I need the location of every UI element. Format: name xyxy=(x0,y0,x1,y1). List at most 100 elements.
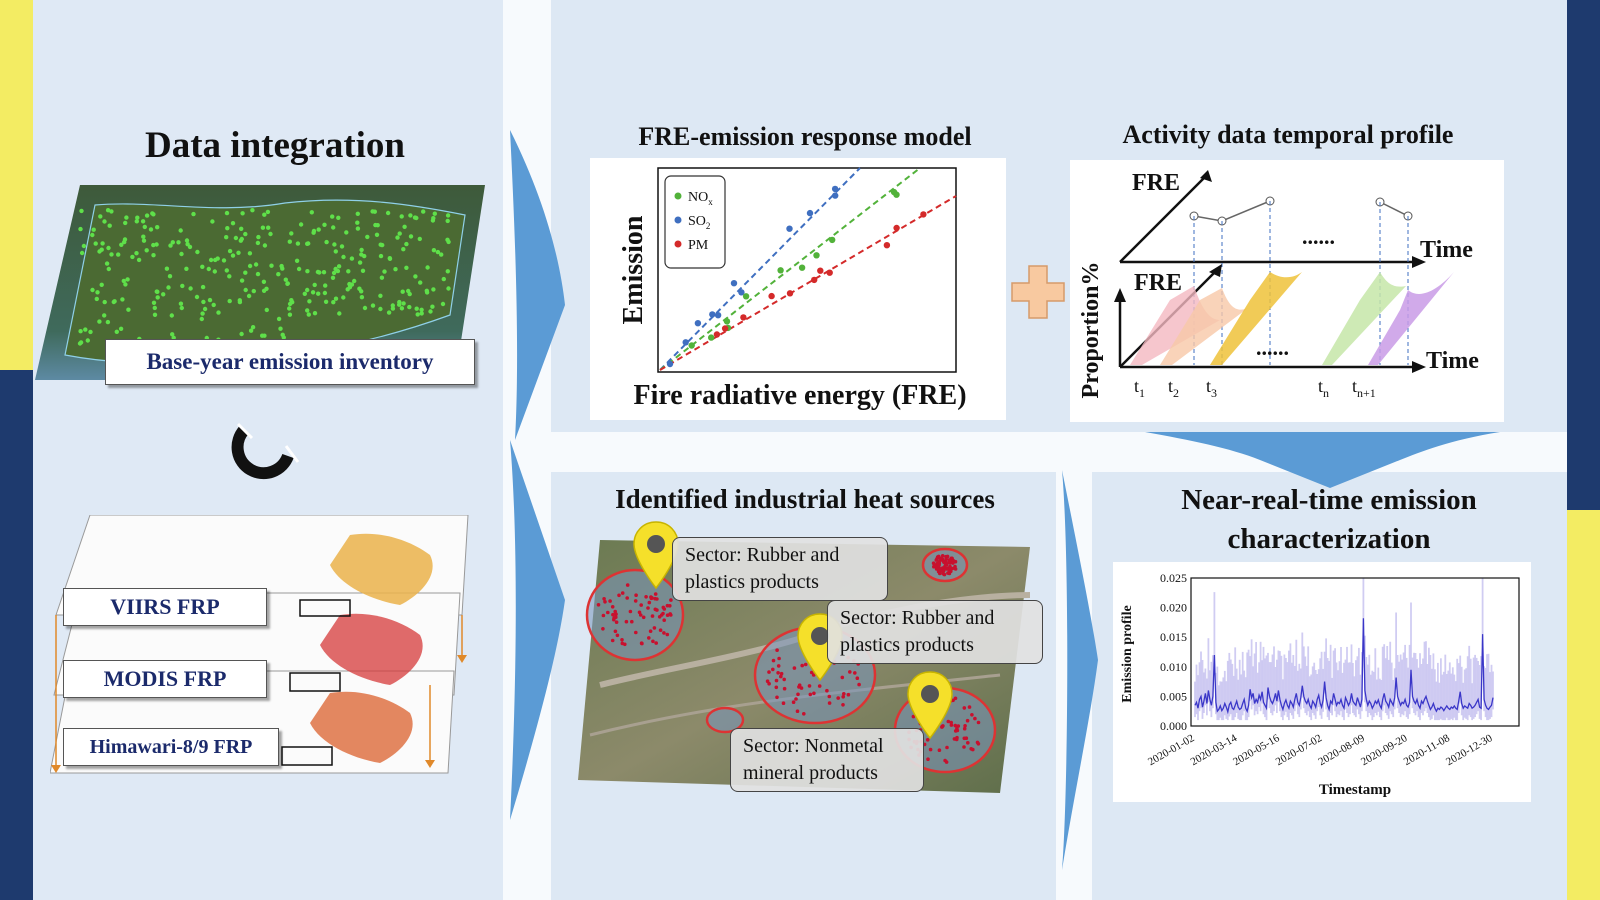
emission-point xyxy=(323,299,329,304)
emission-point xyxy=(335,268,341,274)
location-pin-icon xyxy=(907,671,953,740)
magnet-icon xyxy=(231,422,300,480)
emission-point xyxy=(268,231,273,237)
emission-point xyxy=(382,269,387,274)
emission-point xyxy=(227,298,232,304)
heat-point xyxy=(625,583,630,587)
heat-point xyxy=(628,609,633,614)
emission-point xyxy=(199,316,204,322)
emission-point xyxy=(126,307,131,312)
arrow-to-nrt xyxy=(1062,470,1098,870)
emission-point xyxy=(116,252,121,257)
heat-point xyxy=(951,561,955,565)
heat-point xyxy=(794,697,798,701)
emission-point xyxy=(144,213,150,218)
heat-point xyxy=(840,675,845,680)
emission-point xyxy=(305,269,310,274)
emission-point xyxy=(98,214,103,219)
heat-point xyxy=(782,677,786,682)
emission-point xyxy=(359,247,364,253)
emission-point xyxy=(239,278,245,283)
scatter-point xyxy=(694,320,702,327)
emission-point xyxy=(302,291,307,296)
emission-point xyxy=(262,243,268,248)
emission-point xyxy=(425,265,430,270)
plus-icon xyxy=(1011,265,1065,319)
heat-point xyxy=(651,639,655,644)
emission-point xyxy=(170,240,175,245)
y-tick-label: 0.005 xyxy=(1160,689,1187,703)
emission-point xyxy=(333,296,339,301)
heat-point xyxy=(644,595,648,599)
heat-point xyxy=(653,592,658,596)
emission-point xyxy=(441,276,446,282)
emission-point xyxy=(224,268,229,273)
emission-point xyxy=(280,266,285,271)
emission-point xyxy=(227,274,232,279)
heat-point xyxy=(976,720,981,725)
heat-point xyxy=(955,735,959,740)
heat-point xyxy=(767,681,771,686)
heat-point xyxy=(803,662,808,667)
emission-point xyxy=(154,289,159,294)
emission-point xyxy=(91,227,96,232)
emission-point xyxy=(216,310,221,315)
emission-point xyxy=(78,329,83,334)
heat-point xyxy=(940,554,945,558)
emission-point xyxy=(357,260,363,265)
scatter-point xyxy=(786,290,794,297)
emission-point xyxy=(255,240,261,246)
emission-point xyxy=(445,213,451,218)
emission-point xyxy=(330,214,335,219)
emission-point xyxy=(155,225,160,230)
emission-point xyxy=(150,211,155,216)
emission-point xyxy=(400,289,405,294)
emission-point xyxy=(179,305,184,311)
emission-point xyxy=(379,275,385,280)
emission-point xyxy=(339,244,345,249)
emission-point xyxy=(90,287,95,293)
activity-diagram: FRE Time ...... FRE Time Proportion% ...… xyxy=(1078,170,1479,400)
time-label-top: Time xyxy=(1420,237,1473,263)
emission-point xyxy=(375,223,380,228)
heat-point xyxy=(648,629,653,633)
emission-point xyxy=(79,250,85,256)
emission-point xyxy=(336,264,342,269)
viirs-label: VIIRS FRP xyxy=(63,588,267,626)
heat-point xyxy=(842,692,846,696)
tick-tn: tn xyxy=(1318,376,1329,400)
heat-point xyxy=(812,691,816,696)
heat-point xyxy=(781,701,786,705)
emission-point xyxy=(355,226,361,231)
emission-point xyxy=(362,305,368,311)
emission-point xyxy=(151,242,156,248)
emission-point xyxy=(136,257,142,263)
emission-point xyxy=(311,230,316,235)
tick-tn1: tn+1 xyxy=(1352,376,1376,400)
heat-point xyxy=(668,604,672,608)
emission-point xyxy=(167,274,173,279)
emission-point xyxy=(276,316,282,322)
emission-point xyxy=(179,251,184,257)
emission-point xyxy=(134,219,139,224)
emission-point xyxy=(401,247,406,252)
emission-point xyxy=(287,239,292,244)
emission-point xyxy=(287,301,293,307)
emission-point xyxy=(378,293,383,298)
svg-text:Proportion%: Proportion% xyxy=(1078,262,1104,399)
heat-point xyxy=(767,670,771,674)
left-navy-bar xyxy=(0,370,33,900)
heat-point xyxy=(782,686,787,691)
arrow-to-heat xyxy=(510,440,565,820)
heat-point xyxy=(614,615,618,619)
y-tick-label: 0.015 xyxy=(1160,630,1187,644)
heat-point xyxy=(611,612,615,617)
emission-point xyxy=(316,291,321,296)
emission-point xyxy=(418,280,423,285)
emission-point xyxy=(164,266,170,271)
heat-point xyxy=(640,641,644,646)
emission-point xyxy=(99,282,104,287)
emission-point xyxy=(83,327,88,332)
heat-point xyxy=(817,684,822,688)
emission-point xyxy=(402,224,407,229)
